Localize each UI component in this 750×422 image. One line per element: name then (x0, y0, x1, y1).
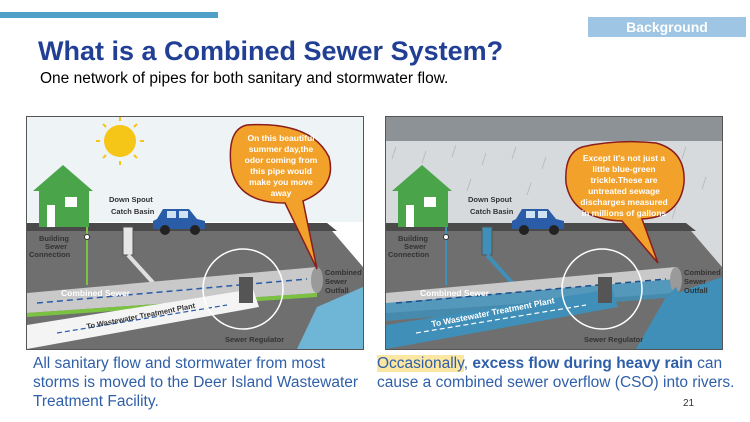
car-icon (153, 209, 205, 235)
label-down-spout: Down Spout (468, 195, 512, 204)
wet-weather-diagram: Down Spout Catch Basin Building Sewer Co… (385, 116, 723, 350)
sun-rays-icon (96, 117, 144, 165)
bubble-line: Except it's not just a (583, 153, 666, 163)
label-combined-sewer: Combined Sewer (420, 288, 490, 298)
label-building-1: Building (398, 234, 428, 243)
label-down-spout: Down Spout (109, 195, 153, 204)
speech-bubble-wet: Except it's not just a little blue-green… (565, 140, 685, 264)
rain-icon (391, 144, 707, 220)
caption-rest: can cause a combined sewer overflow (CSO… (377, 355, 735, 391)
highlighted-word: Occasionally (377, 355, 464, 372)
wet-weather-caption: Occasionally, excess flow during heavy r… (377, 354, 737, 392)
label-outfall-2: Sewer (325, 277, 347, 286)
accent-bar (0, 12, 218, 18)
sun-icon (104, 125, 136, 157)
treatment-plant-pipe (27, 289, 259, 349)
wet-weather-illustration: Down Spout Catch Basin Building Sewer Co… (386, 117, 722, 349)
speech-bubble-dry: On this beautiful summer day,the odor co… (229, 123, 332, 270)
car-icon (512, 209, 564, 235)
label-catch-basin: Catch Basin (470, 207, 514, 216)
label-combined-sewer: Combined Sewer (61, 288, 131, 298)
sewer-regulator (561, 248, 643, 330)
river (297, 287, 363, 349)
dry-weather-illustration: Down Spout Catch Basin Building Sewer Co… (27, 117, 363, 349)
bubble-line: trickle.These are (590, 175, 657, 185)
page-title: What is a Combined Sewer System? (38, 36, 504, 66)
storm-cloud-icon (386, 117, 722, 141)
caption-comma: , (463, 355, 469, 372)
dry-weather-diagram: Down Spout Catch Basin Building Sewer Co… (26, 116, 364, 350)
treatment-plant-pipe (386, 289, 618, 349)
label-building-3: Connection (29, 250, 71, 259)
label-catch-basin: Catch Basin (111, 207, 155, 216)
label-building-2: Sewer (404, 242, 426, 251)
catch-basin (481, 226, 493, 256)
bubble-line: On this beautiful (247, 133, 314, 143)
label-outfall-1: Combined (325, 268, 362, 277)
label-building-3: Connection (388, 250, 430, 259)
bubble-line: discharges measured (580, 197, 667, 207)
bubble-line: away (271, 188, 292, 198)
page-subtitle: One network of pipes for both sanitary a… (40, 70, 449, 87)
dry-weather-caption: All sanitary flow and stormwater from mo… (33, 355, 359, 410)
house-icon (392, 165, 452, 227)
label-outfall-2: Sewer (684, 277, 706, 286)
page-number: 21 (683, 398, 695, 409)
bubble-line: odor coming from (245, 155, 318, 165)
label-sewer-regulator: Sewer Regulator (584, 335, 643, 344)
label-building-1: Building (39, 234, 69, 243)
bubble-line: summer day,the (249, 144, 314, 154)
bubble-line: make you move (249, 177, 313, 187)
label-outfall-3: Outfall (325, 286, 349, 295)
overflow-discharge (670, 287, 683, 349)
catch-basin (122, 226, 134, 256)
sewer-regulator (202, 248, 284, 330)
bubble-line: little blue-green (592, 164, 655, 174)
bubble-line: untreated sewage (588, 186, 660, 196)
label-sewer-regulator: Sewer Regulator (225, 335, 284, 344)
label-outfall-1: Combined (684, 268, 721, 277)
section-tag: Background (588, 17, 746, 37)
label-outfall-3: Outfall (684, 286, 708, 295)
house-icon (33, 165, 93, 227)
bubble-line: this pipe would (250, 166, 312, 176)
bubble-line: in millions of gallons (582, 208, 667, 218)
caption-emphasis: excess flow during heavy rain (472, 355, 693, 372)
label-building-2: Sewer (45, 242, 67, 251)
